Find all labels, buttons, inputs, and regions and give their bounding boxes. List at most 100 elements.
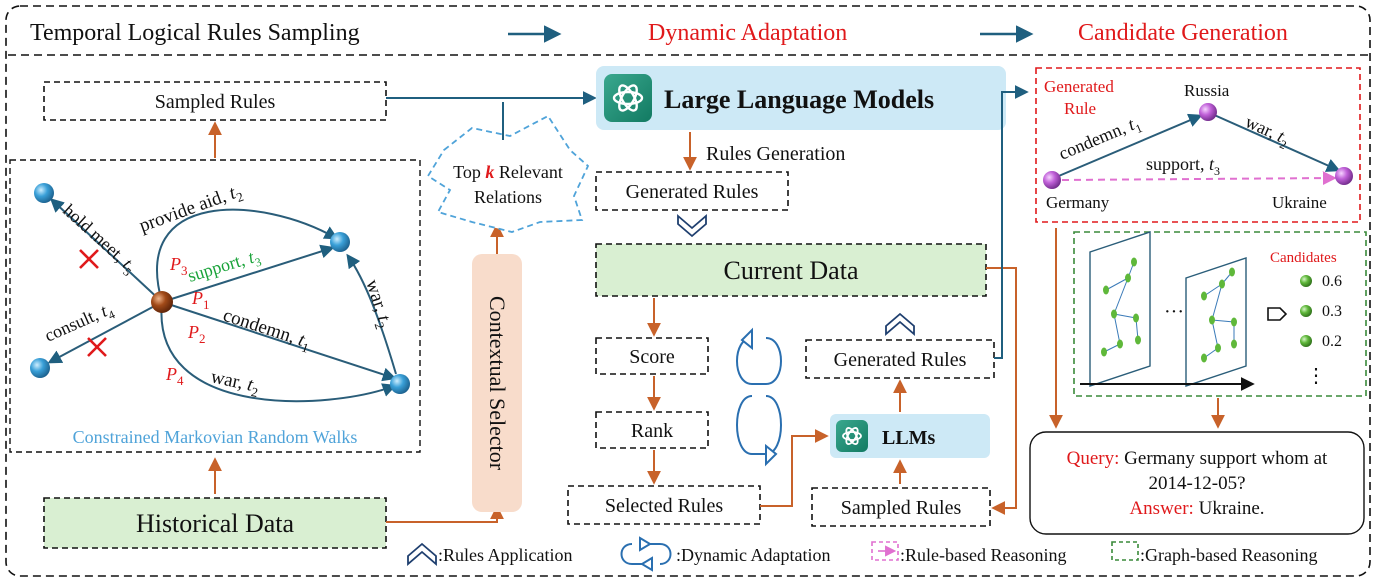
openai-icon xyxy=(604,74,652,122)
legend-rule-based: :Rule-based Reasoning xyxy=(900,545,1066,565)
answer-line: Answer: Ukraine. xyxy=(1129,498,1264,519)
legend-dynamic-adaptation: :Dynamic Adaptation xyxy=(676,545,830,565)
rule-edge-support xyxy=(1061,171,1337,186)
outer-frame xyxy=(5,5,1371,577)
sampled-rules-label: Sampled Rules xyxy=(155,91,276,113)
legend-loop-icon xyxy=(620,536,672,572)
node-russia xyxy=(1199,103,1217,121)
rank-box xyxy=(595,411,709,449)
rank-label: Rank xyxy=(631,420,673,442)
top-k-relations-cloud xyxy=(426,114,590,233)
legend-chevron-icon xyxy=(407,542,437,566)
openai-knot-icon xyxy=(612,84,644,112)
candidate-dot xyxy=(1300,335,1312,347)
historical-data-box xyxy=(43,497,387,549)
generated-rules-top-box xyxy=(595,171,789,211)
rules-generation-label: Rules Generation xyxy=(706,143,845,165)
graph-node-bottom-left xyxy=(30,358,50,378)
cmrw-title: Constrained Markovian Random Walks xyxy=(73,427,358,447)
dynamic-adaptation-loop-icon xyxy=(736,327,782,467)
llm-title: Large Language Models xyxy=(664,85,934,114)
arrow-selected-to-llms xyxy=(760,429,829,507)
label-russia: Russia xyxy=(1184,81,1230,100)
graph-node-center xyxy=(151,291,173,313)
node-ukraine xyxy=(1335,167,1353,185)
snapshot-graph-1 xyxy=(1103,261,1139,353)
score-label: Score xyxy=(629,346,675,368)
generated-rule-title-a: Generated xyxy=(1044,77,1114,96)
edge-consult xyxy=(47,301,163,364)
candidate-dot xyxy=(1300,275,1312,287)
current-data-box xyxy=(595,243,987,297)
edge-war-right xyxy=(346,253,397,375)
sampled-rules-bottom-label: Sampled Rules xyxy=(841,497,962,519)
edge-condemn xyxy=(161,301,397,382)
cmrw-panel xyxy=(9,159,421,453)
llm-box xyxy=(596,66,1006,130)
contextual-selector-box xyxy=(472,254,522,512)
path-label-p2: P2 xyxy=(187,322,206,346)
llms-label: LLMs xyxy=(882,427,936,449)
label-ukraine: Ukraine xyxy=(1272,193,1327,212)
rule-edge-war xyxy=(1211,113,1341,172)
path-label-p3: P3 xyxy=(169,254,188,278)
candidate-dot xyxy=(1300,305,1312,317)
selected-rules-box xyxy=(567,485,761,525)
current-data-label: Current Data xyxy=(723,256,858,285)
rule-label-support: support, t3 xyxy=(1146,154,1220,178)
candidates-more: ⋮ xyxy=(1306,365,1326,387)
snapshot-plane-2 xyxy=(1185,257,1247,387)
edge-war-bottom xyxy=(160,301,397,403)
query-answer-box xyxy=(1029,431,1365,535)
generated-rules-right-label: Generated Rules xyxy=(834,349,967,371)
query-line1: Query: Germany support whom at xyxy=(1067,448,1328,469)
graph-node-right-bottom xyxy=(390,374,410,394)
candidate-score: 0.6 xyxy=(1322,273,1342,290)
score-box xyxy=(595,337,709,375)
path-label-p4: P4 xyxy=(165,364,184,388)
rules-application-chevron-down xyxy=(677,214,707,238)
blocked-mark-consult xyxy=(87,337,107,357)
contextual-selector-label: Contextual Selector xyxy=(485,296,510,471)
query-line2: 2014-12-05? xyxy=(1148,473,1245,494)
label-germany: Germany xyxy=(1046,193,1110,212)
rule-edge-condemn xyxy=(1053,113,1203,179)
llms-box xyxy=(830,414,990,458)
candidate-score: 0.3 xyxy=(1322,303,1342,320)
selected-rules-label: Selected Rules xyxy=(605,495,724,517)
edge-provide-aid xyxy=(156,208,339,303)
edge-support xyxy=(161,244,335,303)
graph-to-candidates-arrow xyxy=(1267,307,1288,321)
snapshot-plane-1 xyxy=(1089,231,1151,387)
openai-knot-icon-small xyxy=(842,427,862,445)
top-k-line2: Relations xyxy=(474,187,542,207)
edge-hold-meet xyxy=(49,198,163,303)
arrow-historical-to-selector xyxy=(386,505,504,523)
snapshot-nodes-1 xyxy=(1101,257,1141,357)
blocked-mark-hold-meet xyxy=(79,249,99,269)
generated-rule-title-b: Rule xyxy=(1064,99,1096,118)
openai-icon-small xyxy=(836,420,868,452)
historical-data-label: Historical Data xyxy=(136,509,295,538)
graph-node-top-left xyxy=(34,183,54,203)
candidate-list: 0.6 0.3 0.2 xyxy=(1300,273,1342,350)
legend-graph-based-icon xyxy=(1111,541,1139,561)
candidate-score: 0.2 xyxy=(1322,333,1342,350)
rule-label-war: war, t2 xyxy=(1241,111,1293,152)
arrow-generated-to-rule xyxy=(994,85,1029,359)
sampled-rules-box xyxy=(43,81,387,121)
generated-rules-right-box xyxy=(805,339,995,379)
candidates-title: Candidates xyxy=(1270,250,1337,266)
sampled-rules-bottom-box xyxy=(811,487,991,527)
generated-rules-top-label: Generated Rules xyxy=(626,181,759,203)
stage-title-adaptation: Dynamic Adaptation xyxy=(648,20,847,46)
top-k-line1: Top k Relevant xyxy=(453,162,563,182)
snapshot-nodes-2 xyxy=(1201,267,1237,363)
legend-rules-application: :Rules Application xyxy=(438,545,573,565)
snapshot-ellipsis: ··· xyxy=(1164,301,1184,323)
graph-node-right-top xyxy=(330,232,350,252)
path-label-p1: P1 xyxy=(191,288,210,312)
node-germany xyxy=(1043,171,1061,189)
stage-title-candidate: Candidate Generation xyxy=(1078,20,1288,46)
